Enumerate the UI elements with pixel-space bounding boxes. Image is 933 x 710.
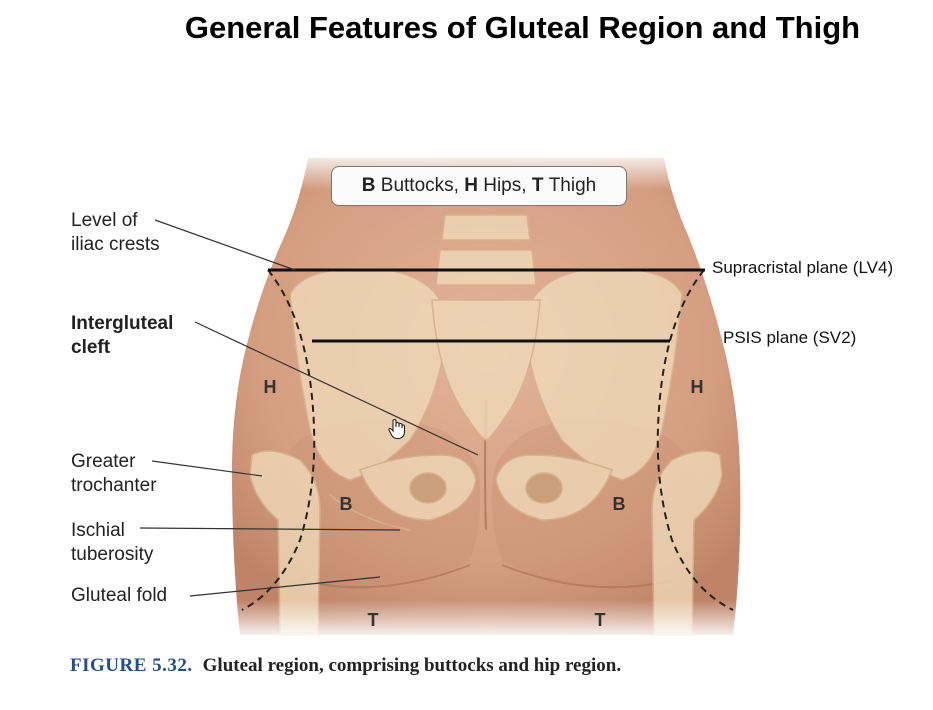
region-letter-buttock-left: B [339, 494, 353, 514]
figure-number: FIGURE 5.32. [70, 655, 193, 676]
region-letter-hip-left: H [263, 377, 277, 397]
leader-intergluteal [194, 321, 479, 456]
leader-iliac-crests [154, 219, 296, 271]
page-title: General Features of Gluteal Region and T… [184, 10, 861, 45]
region-legend: B Buttocks, H Hips, T Thigh [331, 166, 627, 206]
label-iliac-crests-line2: iliac crests [71, 234, 160, 255]
hip-boundary-left [241, 269, 316, 611]
leader-greater-trochanter [151, 460, 263, 477]
label-supracristal-plane: Supracristal plane (LV4) [712, 258, 894, 277]
legend-t-label: Thigh [548, 175, 597, 196]
pelvis-bones [249, 214, 723, 636]
label-intergluteal-cleft: Intergluteal cleft [71, 312, 173, 360]
hip-boundary-right [656, 269, 734, 611]
label-psis-plane: PSIS plane (SV2) [723, 328, 857, 347]
legend-h-label: Hips, [483, 175, 527, 196]
label-greater-trochanter: Greater trochanter [71, 450, 157, 498]
leader-gluteal-fold [189, 576, 381, 597]
label-intergluteal-line2: cleft [71, 337, 111, 358]
label-greater-troch-line2: trochanter [71, 475, 157, 496]
hand-cursor-icon [388, 418, 406, 440]
region-letter-thigh-left: T [367, 610, 379, 630]
label-intergluteal-line1: Intergluteal [71, 313, 174, 334]
label-iliac-crests: Level of iliac crests [71, 209, 160, 257]
label-greater-troch-line1: Greater [71, 451, 136, 472]
label-gluteal-fold: Gluteal fold [71, 585, 168, 606]
legend-b-abbr: B [361, 175, 376, 196]
legend-t-abbr: T [531, 175, 544, 196]
legend-h-abbr: H [464, 175, 478, 196]
label-ischial-line1: Ischial [71, 520, 125, 541]
region-letter-thigh-right: T [594, 610, 606, 630]
label-ischial-line2: tuberosity [71, 544, 154, 565]
label-iliac-crests-line1: Level of [71, 210, 138, 231]
legend-b-label: Buttocks, [380, 175, 459, 196]
region-letter-buttock-right: B [612, 494, 626, 514]
label-ischial-tuberosity: Ischial tuberosity [71, 519, 153, 567]
figure-caption: FIGURE 5.32. Gluteal region, comprising b… [70, 655, 621, 677]
region-letter-hip-right: H [690, 377, 704, 397]
leader-ischial-tuberosity [139, 527, 401, 531]
figure-caption-text: Gluteal region, comprising buttocks and … [202, 655, 622, 676]
